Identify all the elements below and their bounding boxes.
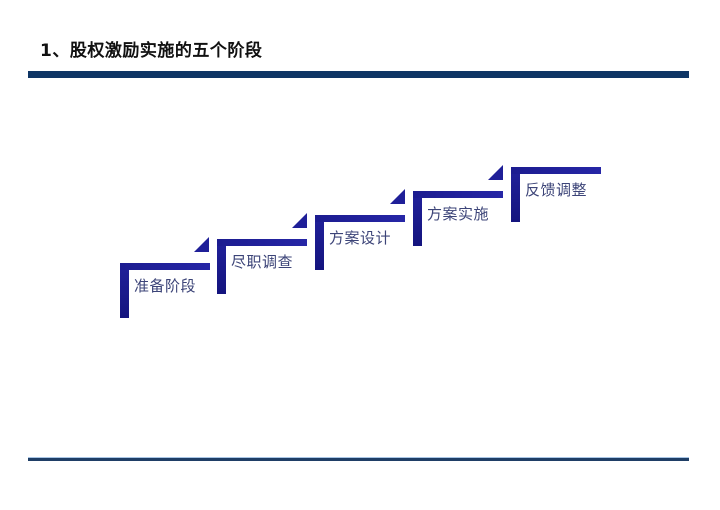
step-label: 方案设计 — [329, 229, 392, 247]
header-divider-bar — [28, 71, 689, 78]
step-arrow-icon — [488, 165, 503, 180]
step-arrow-icon — [390, 189, 405, 204]
slide-title: 1、股权激励实施的五个阶段 — [40, 41, 263, 61]
step-tread — [315, 215, 405, 222]
step-riser — [511, 167, 520, 222]
step-label: 反馈调整 — [525, 181, 588, 199]
step-riser — [217, 239, 226, 294]
step-riser — [315, 215, 324, 270]
step-tread — [413, 191, 503, 198]
step-arrow-icon — [194, 237, 209, 252]
footer-divider-line — [28, 458, 689, 461]
step-label: 方案实施 — [427, 205, 490, 223]
step-arrow-icon — [292, 213, 307, 228]
step-tread — [120, 263, 210, 270]
step-tread — [511, 167, 601, 174]
step-riser — [120, 263, 129, 318]
step-tread — [217, 239, 307, 246]
step-label: 尽职调查 — [231, 253, 294, 271]
step-riser — [413, 191, 422, 246]
step-label: 准备阶段 — [134, 277, 197, 295]
